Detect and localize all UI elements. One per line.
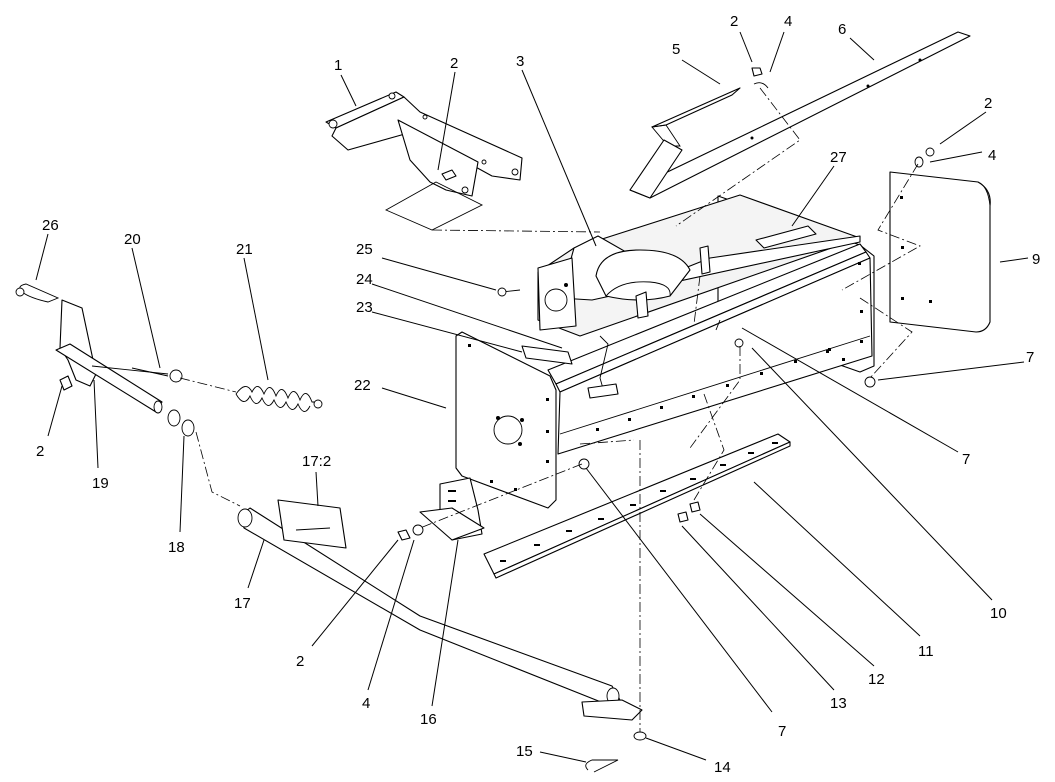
tube-handle-part bbox=[237, 507, 643, 721]
callout-24: 24 bbox=[356, 271, 373, 288]
callout-14: 14 bbox=[714, 759, 731, 776]
callout-2: 2 bbox=[984, 95, 992, 112]
scraper-bar-part bbox=[483, 433, 791, 579]
top-plate-part bbox=[629, 31, 971, 199]
callout-21: 21 bbox=[236, 241, 253, 258]
callout-27: 27 bbox=[830, 149, 847, 166]
leader-lines bbox=[35, 31, 1029, 763]
callout-13: 13 bbox=[830, 695, 847, 712]
callout-17: 17 bbox=[234, 595, 251, 612]
housing-slot-holes bbox=[596, 348, 831, 431]
callout-10: 10 bbox=[990, 605, 1007, 622]
callout-22: 22 bbox=[354, 377, 371, 394]
callout-16: 16 bbox=[420, 711, 437, 728]
callout-23: 23 bbox=[356, 299, 373, 316]
callout-15: 15 bbox=[516, 743, 533, 760]
callout-20: 20 bbox=[124, 231, 141, 248]
callout-2: 2 bbox=[730, 13, 738, 30]
callout-7: 7 bbox=[778, 723, 786, 740]
callout-labels: 1 2 3 5 2 4 6 2 4 27 9 26 20 21 25 24 23… bbox=[36, 13, 1040, 776]
callout-18: 18 bbox=[168, 539, 185, 556]
scraper-slot-holes bbox=[500, 442, 778, 562]
callout-2: 2 bbox=[36, 443, 44, 460]
callout-2: 2 bbox=[450, 55, 458, 72]
deflector-part bbox=[651, 87, 741, 147]
callout-19: 19 bbox=[92, 475, 109, 492]
callout-25: 25 bbox=[356, 241, 373, 258]
side-plate-part bbox=[889, 171, 991, 333]
bracket-part bbox=[419, 477, 485, 541]
decal-part bbox=[277, 499, 347, 549]
assembly-lines bbox=[179, 87, 921, 732]
callout-7: 7 bbox=[1026, 349, 1034, 366]
callout-4: 4 bbox=[988, 147, 996, 164]
callout-6: 6 bbox=[838, 21, 846, 38]
callout-9: 9 bbox=[1032, 251, 1040, 268]
lever-assembly-part bbox=[15, 283, 323, 437]
callout-4: 4 bbox=[362, 695, 370, 712]
callout-2: 2 bbox=[296, 653, 304, 670]
hitch-frame-part bbox=[325, 91, 523, 231]
callout-7: 7 bbox=[962, 451, 970, 468]
hardware-parts bbox=[397, 67, 935, 773]
callout-12: 12 bbox=[868, 671, 885, 688]
callout-26: 26 bbox=[42, 217, 59, 234]
callout-17-2: 17:2 bbox=[302, 453, 331, 470]
callout-11: 11 bbox=[918, 643, 934, 660]
callout-1: 1 bbox=[334, 57, 342, 74]
callout-3: 3 bbox=[516, 53, 524, 70]
callout-5: 5 bbox=[672, 41, 680, 58]
callout-4: 4 bbox=[784, 13, 792, 30]
